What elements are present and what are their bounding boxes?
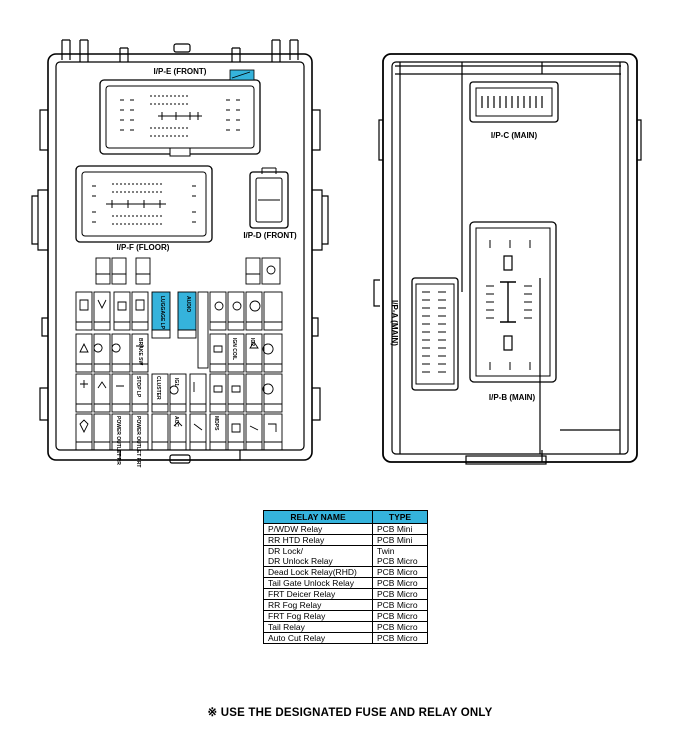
ipc-connector: [469, 81, 559, 123]
stop-lp-label: STOP LP: [135, 376, 141, 398]
ipd-connector: [249, 167, 289, 229]
upper-relay-row: [95, 257, 281, 285]
relay-name-header: RELAY NAME: [263, 510, 373, 524]
ipe-label: I/P-E (FRONT): [154, 67, 207, 76]
cluster-label: CLUSTER: [155, 376, 161, 400]
relay-type: PCB Micro: [372, 599, 428, 611]
ipa-label: I/P-A (MAIN): [390, 300, 399, 346]
audio-label: AUDIO: [185, 296, 191, 312]
right-junction-box: [373, 53, 642, 465]
relay-name: RR HTD Relay: [263, 534, 373, 546]
ig2-label: IG2: [249, 338, 255, 346]
relay-name: Auto Cut Relay: [263, 632, 373, 644]
relay-type: PCB Micro: [372, 577, 428, 589]
relay-name: Tail Relay: [263, 621, 373, 633]
mdps-label: MDPS: [213, 416, 219, 431]
ipc-label: I/P-C (MAIN): [491, 131, 538, 140]
relay-name: P/WDW Relay: [263, 523, 373, 535]
relay-type: Twin: [372, 545, 428, 556]
type-header: TYPE: [372, 510, 428, 524]
relay-name: FRT Deicer Relay: [263, 588, 373, 600]
table-row: Dead Lock Relay(RHD)PCB Micro: [263, 566, 428, 578]
relay-name: DR Unlock Relay: [263, 556, 373, 567]
luggage-lp-label: LUGGAGE LP: [159, 296, 165, 330]
relay-name: RR Fog Relay: [263, 599, 373, 611]
power-outlet-frt-label: POWER OUTLET FRT: [135, 416, 141, 467]
relay-table-header: RELAY NAME TYPE: [263, 510, 428, 524]
ipe-connector: [99, 79, 261, 157]
relay-type: PCB Micro: [372, 556, 428, 567]
acc-label: ACC: [173, 416, 179, 427]
ipa-connector: [411, 277, 459, 391]
ipb-connector: [469, 221, 557, 383]
relay-type: PCB Micro: [372, 632, 428, 644]
power-outlet-rr-label: POWER OUTLET RR: [115, 416, 121, 465]
brake-sw-label: BRAKE SW: [137, 338, 143, 366]
footer-note: ※ USE THE DESIGNATED FUSE AND RELAY ONLY: [207, 707, 493, 719]
relay-name: FRT Fog Relay: [263, 610, 373, 622]
ig1-label: IG1: [173, 378, 179, 386]
relay-type: PCB Mini: [372, 534, 428, 546]
relay-name: Tail Gate Unlock Relay: [263, 577, 373, 589]
relay-name: DR Lock/: [263, 545, 373, 556]
ign-coil-label: IGN COIL: [231, 338, 237, 360]
relay-type: PCB Micro: [372, 621, 428, 633]
relay-type: PCB Micro: [372, 588, 428, 600]
relay-type: PCB Mini: [372, 523, 428, 535]
fuse-box-diagram: I/P-E (FRONT) I/P-F (FLOOR) I/P-D (FRONT…: [31, 39, 642, 467]
relay-name: Dead Lock Relay(RHD): [263, 566, 373, 578]
table-row: DR Lock/Twin: [263, 545, 428, 556]
ipd-label: I/P-D (FRONT): [243, 231, 297, 240]
fuse-grid: [75, 291, 283, 451]
ipf-connector: [75, 165, 213, 243]
ipf-label: I/P-F (FLOOR): [117, 243, 170, 252]
ipb-label: I/P-B (MAIN): [489, 393, 536, 402]
relay-type: PCB Micro: [372, 610, 428, 622]
relay-type: PCB Micro: [372, 566, 428, 578]
